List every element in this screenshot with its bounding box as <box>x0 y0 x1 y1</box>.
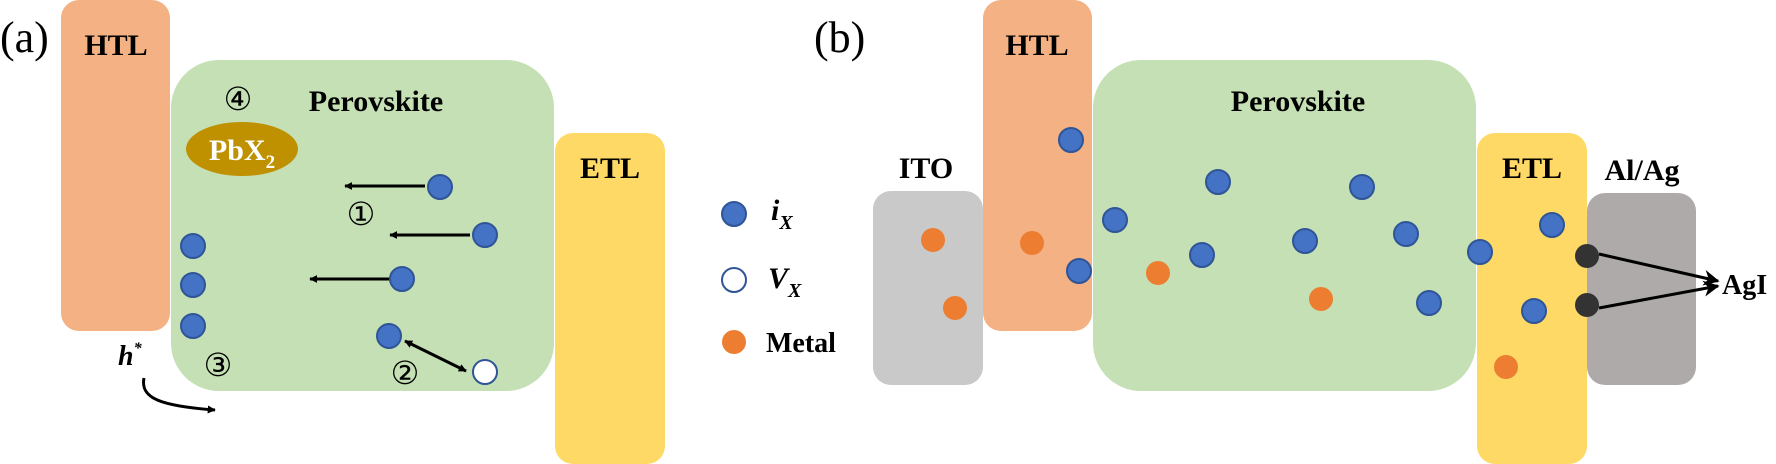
interstitial-ion <box>472 222 498 248</box>
hole-curved-arrow <box>142 377 216 414</box>
reaction-arrow-1 <box>1598 252 1720 286</box>
interstitial-ion <box>389 266 415 292</box>
panel-a: (a) HTL ETL Perovskite PbX2 ④ ① ② ③ <box>0 0 665 464</box>
interstitial-ion <box>1349 174 1375 200</box>
interstitial-ion <box>427 174 453 200</box>
interstitial-ion <box>1102 207 1128 233</box>
legend-interstitial-swatch <box>721 201 747 227</box>
marker-4: ④ <box>224 81 253 117</box>
perovskite-label-b: Perovskite <box>1231 85 1365 118</box>
interstitial-ion <box>1292 228 1318 254</box>
reacting-atom <box>1575 293 1599 317</box>
reaction-arrow-2 <box>1598 280 1720 310</box>
interstitial-ion <box>376 323 402 349</box>
interstitial-ion <box>1521 298 1547 324</box>
legend-vacancy-swatch <box>721 267 747 293</box>
legend-metal-swatch <box>722 330 746 354</box>
defect-double-arrow <box>404 339 467 373</box>
interstitial-ion <box>1393 221 1419 247</box>
ito-label: ITO <box>899 152 953 185</box>
interstitial-ion <box>1467 239 1493 265</box>
legend-vacancy-label: VX <box>768 262 802 302</box>
interstitial-ion <box>1539 212 1565 238</box>
interstitial-ion <box>1066 258 1092 284</box>
marker-2: ② <box>391 355 420 391</box>
metal-atom <box>921 228 945 252</box>
electrode-layer <box>1587 193 1696 385</box>
electrode-label: Al/Ag <box>1605 154 1680 187</box>
htl-layer-b <box>983 0 1092 331</box>
reacting-atom <box>1575 244 1599 268</box>
interstitial-ion <box>180 272 206 298</box>
etl-label-a: ETL <box>580 152 640 185</box>
etl-layer-a <box>555 133 665 464</box>
panel-b-label: (b) <box>814 13 865 62</box>
hole-label: h* <box>118 340 143 372</box>
interstitial-ion <box>180 313 206 339</box>
panel-b: (b) ITO HTL Perovskite ETL Al/Ag <box>814 0 1767 464</box>
htl-label-a: HTL <box>84 29 147 62</box>
pbx2-label: PbX2 <box>209 134 275 173</box>
interstitial-ion <box>1058 127 1084 153</box>
interstitial-ion <box>180 233 206 259</box>
htl-label-b: HTL <box>1005 29 1068 62</box>
pbx2-ellipse <box>186 122 298 176</box>
product-label: AgI <box>1722 270 1767 301</box>
interstitial-ion <box>1189 242 1215 268</box>
perovskite-layer-b <box>1093 60 1476 391</box>
etl-label-b: ETL <box>1502 152 1562 185</box>
metal-atom <box>943 296 967 320</box>
marker-3: ③ <box>204 347 233 383</box>
metal-atom <box>1020 231 1044 255</box>
htl-layer-a <box>61 0 170 331</box>
metal-atom <box>1494 355 1518 379</box>
legend: iX VX Metal <box>721 194 836 359</box>
panel-a-label: (a) <box>0 13 49 62</box>
marker-1: ① <box>347 196 376 232</box>
legend-interstitial-label: iX <box>771 194 793 234</box>
interstitial-ion <box>1416 290 1442 316</box>
ito-layer <box>873 191 983 385</box>
perovskite-label-a: Perovskite <box>309 85 443 118</box>
metal-atom <box>1309 287 1333 311</box>
interstitial-ion <box>1205 169 1231 195</box>
vacancy <box>472 359 498 385</box>
metal-atom <box>1146 261 1170 285</box>
legend-metal-label: Metal <box>766 328 836 359</box>
